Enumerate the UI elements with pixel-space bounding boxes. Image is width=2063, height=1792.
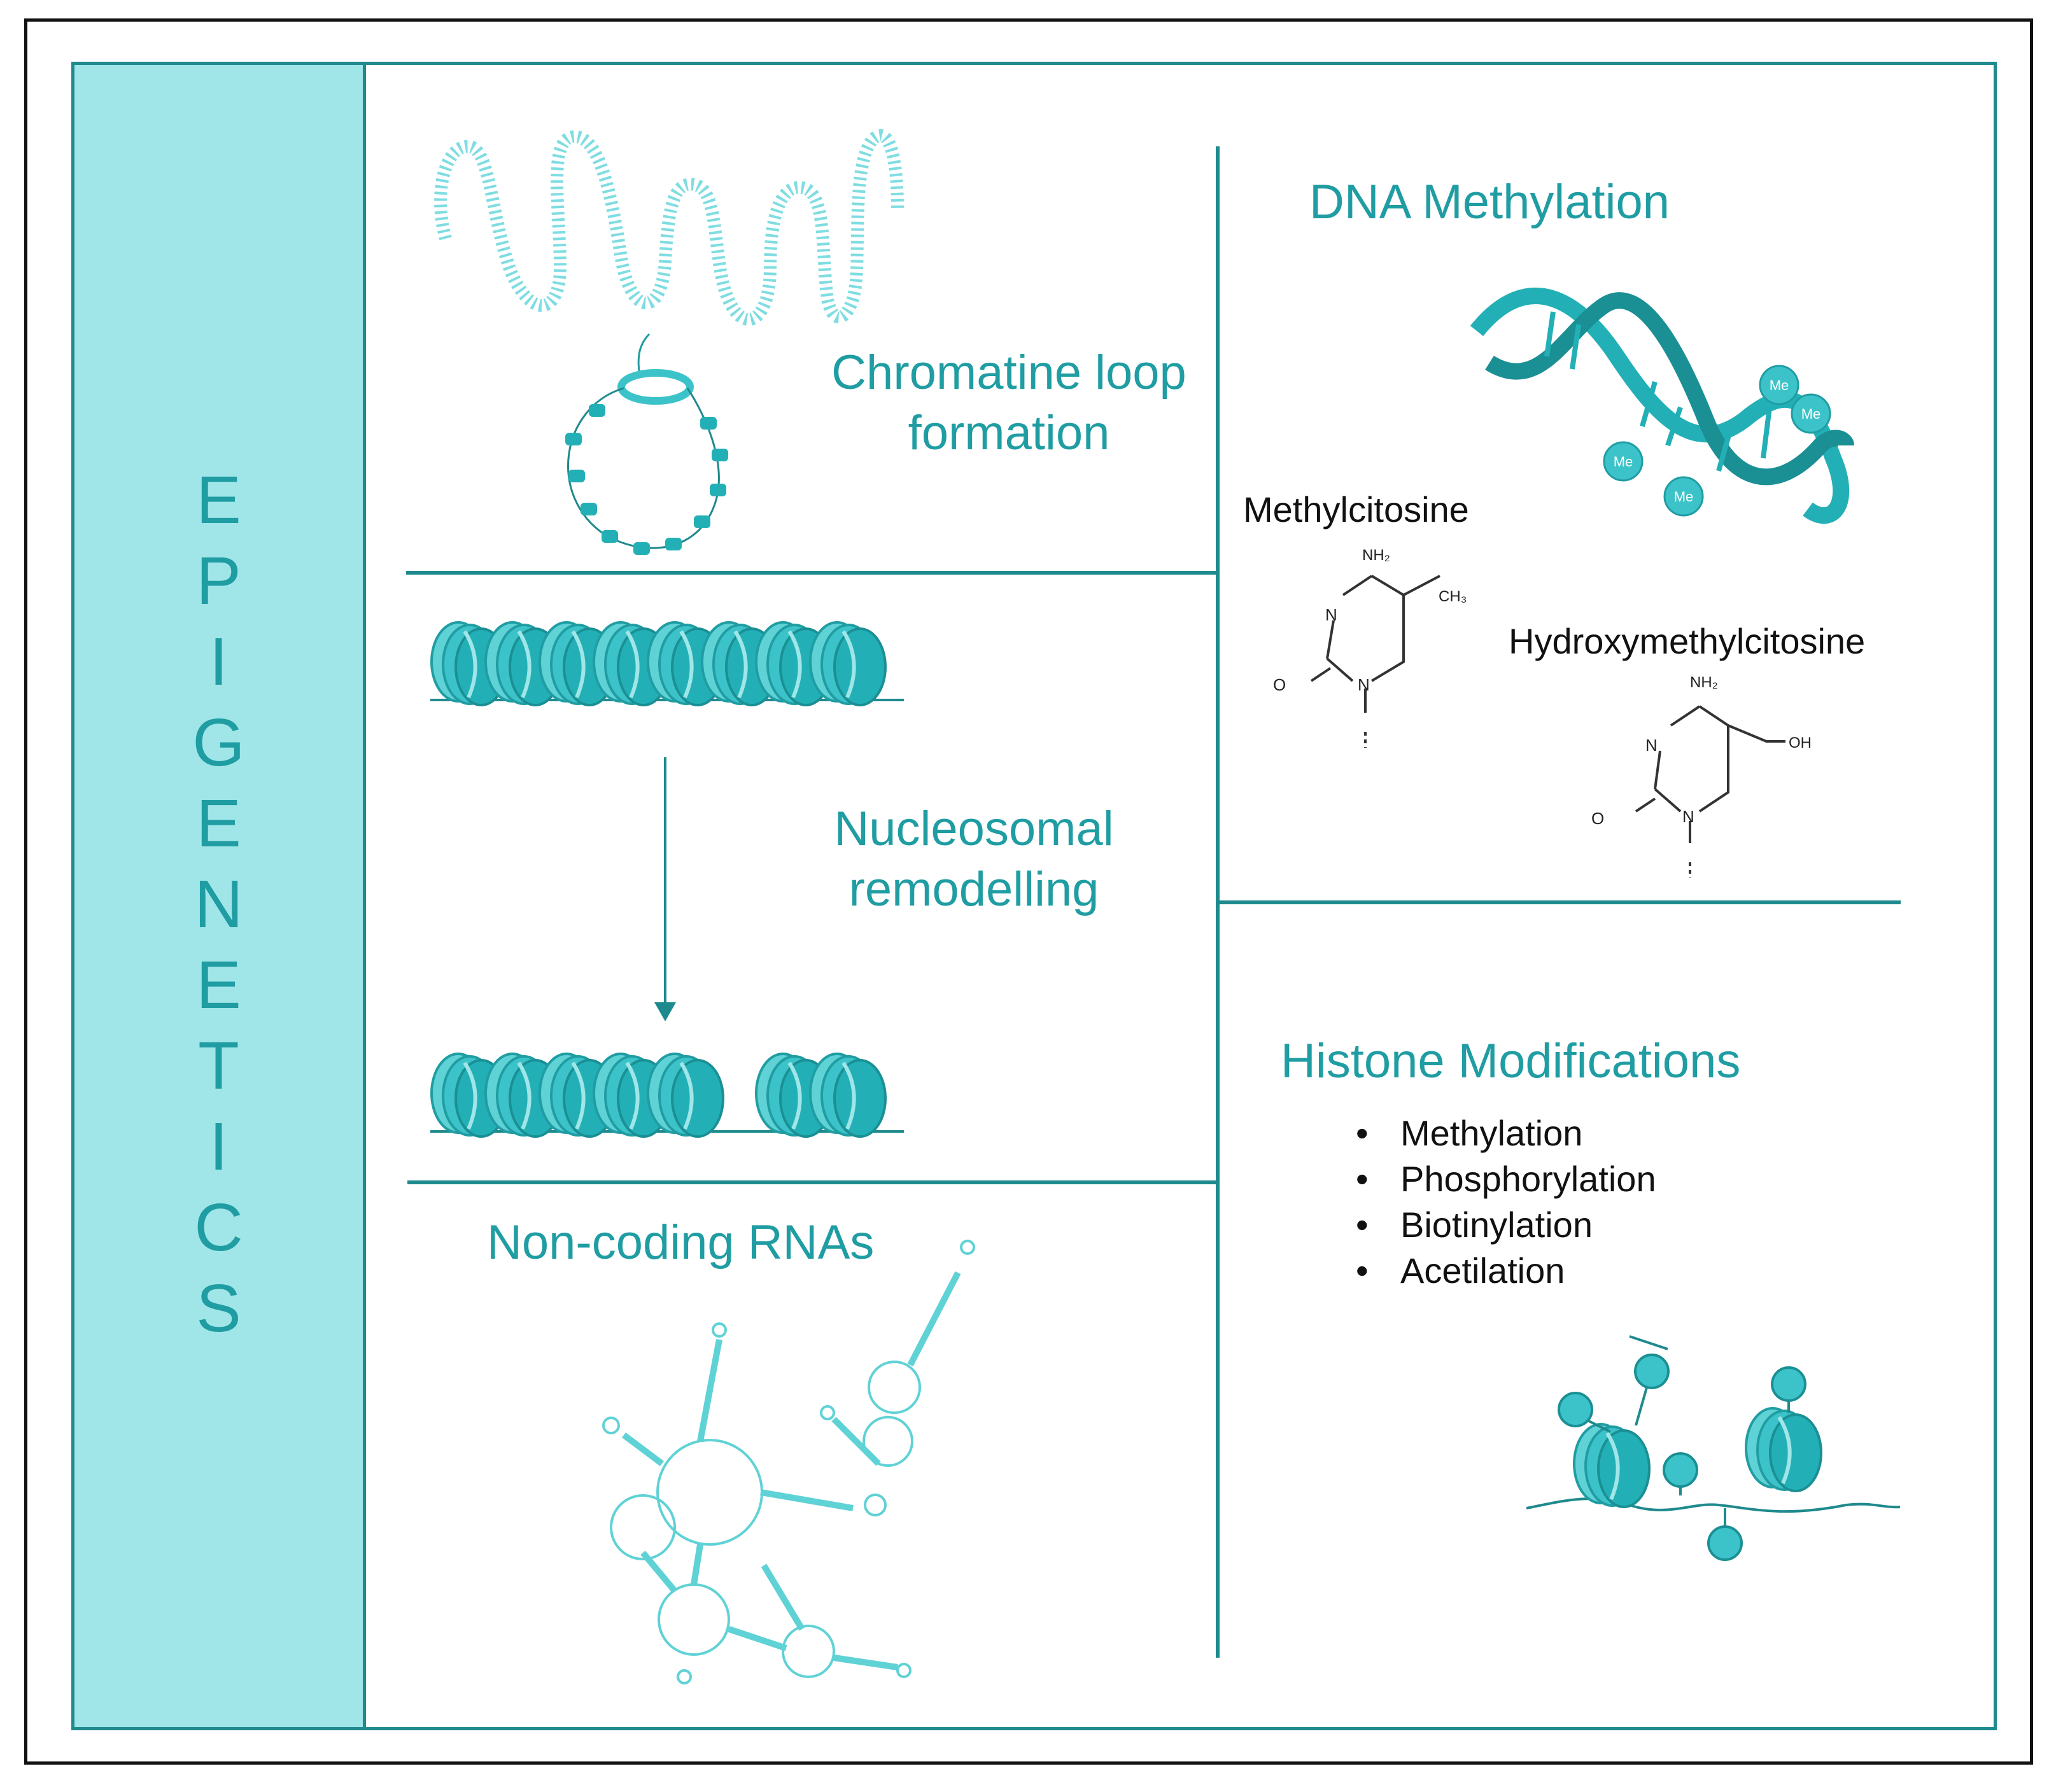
down-arrow-icon bbox=[654, 757, 676, 1021]
dna-helix-icon: Me Me Me Me bbox=[1470, 288, 1854, 524]
sidebar-letter: E bbox=[196, 786, 241, 861]
methylcitosine-label: Methylcitosine bbox=[1243, 489, 1469, 529]
hydroxymethylcytosine-structure-icon bbox=[1635, 705, 1785, 878]
sidebar-letter: E bbox=[196, 948, 241, 1023]
methylcytosine-structure-icon bbox=[1310, 575, 1440, 748]
sidebar-letter: C bbox=[194, 1190, 243, 1265]
divider-nucleosome-ncrna bbox=[407, 1180, 1217, 1184]
sidebar-letter: I bbox=[209, 1109, 229, 1184]
nucleosome-array-top-icon bbox=[430, 622, 904, 705]
hydroxy-oh: OH bbox=[1789, 734, 1812, 752]
sidebar-letter: I bbox=[209, 624, 229, 699]
methylc-n3: N bbox=[1325, 605, 1337, 624]
chromatin-loop-title: Chromatine loop formation bbox=[812, 342, 1206, 463]
nucleosome-array-bottom-icon bbox=[430, 1054, 904, 1137]
hydroxy-n1: N bbox=[1682, 807, 1694, 826]
divider-chromatin-nucleosome bbox=[406, 571, 1216, 575]
list-item: Acetilation bbox=[1356, 1248, 1656, 1294]
dna-methylation-title: DNA Methylation bbox=[1309, 175, 1670, 229]
divider-dna-histone bbox=[1216, 900, 1901, 904]
methylc-nh2: NH₂ bbox=[1362, 547, 1390, 564]
rna-structure-icon bbox=[602, 1240, 975, 1684]
list-item: Biotinylation bbox=[1356, 1202, 1656, 1248]
sidebar-letter: G bbox=[192, 705, 245, 780]
sidebar-letter: S bbox=[196, 1271, 241, 1346]
list-item: Methylation bbox=[1356, 1110, 1656, 1156]
histone-modifications-title: Histone Modifications bbox=[1281, 1034, 1741, 1088]
list-item: Phosphorylation bbox=[1356, 1156, 1656, 1202]
chromatin-fiber-icon bbox=[434, 129, 904, 326]
methyl-mark-label: Me bbox=[1614, 454, 1633, 470]
chromatin-loop-icon bbox=[565, 369, 728, 555]
methyl-mark-label: Me bbox=[1801, 406, 1821, 422]
sidebar-letter: E bbox=[196, 463, 241, 538]
histone-modification-icon bbox=[1526, 1335, 1901, 1561]
epigenetics-sidebar: E P I G E N E T I C S bbox=[71, 62, 366, 1730]
hydroxymethylcitosine-label: Hydroxymethylcitosine bbox=[1509, 621, 1866, 661]
sidebar-letter: P bbox=[196, 543, 241, 619]
chromatin-title-line: Chromatine loop bbox=[831, 346, 1186, 400]
non-coding-rnas-title: Non-coding RNAs bbox=[487, 1215, 875, 1270]
methyl-mark-label: Me bbox=[1674, 489, 1694, 505]
hydroxy-o: O bbox=[1591, 809, 1604, 828]
nucleosome-title-line: remodelling bbox=[848, 862, 1099, 916]
histone-modifications-list: Methylation Phosphorylation Biotinylatio… bbox=[1356, 1110, 1656, 1294]
methyl-mark-label: Me bbox=[1770, 377, 1789, 393]
sidebar-letter: T bbox=[198, 1028, 239, 1103]
fiber-connector-icon bbox=[637, 333, 651, 376]
methylc-o: O bbox=[1273, 675, 1286, 694]
methylc-ch3: CH₃ bbox=[1439, 588, 1467, 605]
hydroxy-nh2: NH₂ bbox=[1690, 674, 1718, 691]
outer-frame bbox=[24, 18, 2033, 1765]
methylc-n1: N bbox=[1358, 675, 1370, 694]
nucleosome-title-line: Nucleosomal bbox=[834, 802, 1114, 856]
nucleosomal-remodelling-title: Nucleosomal remodelling bbox=[821, 799, 1127, 920]
sidebar-letter: N bbox=[194, 867, 243, 942]
hydroxy-n3: N bbox=[1645, 736, 1658, 755]
chromatin-title-line: formation bbox=[908, 406, 1110, 460]
